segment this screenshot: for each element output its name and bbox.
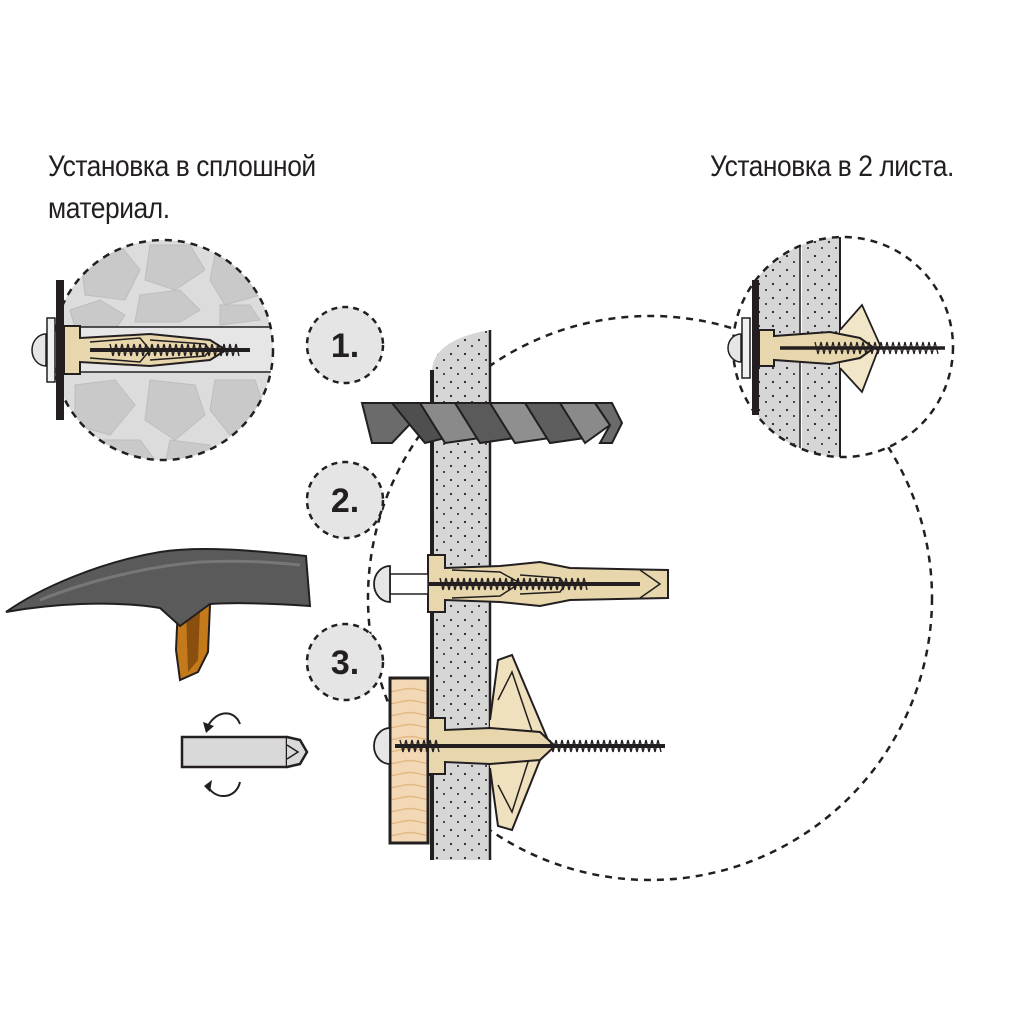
step-2-label: 2. xyxy=(331,482,359,520)
hammer-icon xyxy=(5,548,312,682)
two-sheets-zoom xyxy=(727,235,955,459)
solid-material-label: Установка в сплошной материал. xyxy=(48,146,316,230)
step-1: 1. xyxy=(305,305,385,385)
wood-board xyxy=(388,676,430,845)
two-sheets-label: Установка в 2 листа. xyxy=(710,150,954,183)
step-2: 2. xyxy=(305,460,385,540)
step-1-label: 1. xyxy=(331,327,359,365)
solid-material-label-line1: Установка в сплошной xyxy=(48,150,316,183)
anchor-step-2 xyxy=(373,554,669,613)
anchor-step-3 xyxy=(373,653,665,845)
detail-connector-circle xyxy=(366,314,934,882)
solid-material-label-line2: материал. xyxy=(48,192,170,225)
step-3: 3. xyxy=(305,622,385,702)
drill-bit-icon xyxy=(360,402,624,445)
rotation-arrow-icon xyxy=(203,712,241,797)
solid-material-zoom xyxy=(31,238,275,462)
screwdriver-bit-icon xyxy=(180,735,309,769)
step-3-label: 3. xyxy=(331,644,359,682)
